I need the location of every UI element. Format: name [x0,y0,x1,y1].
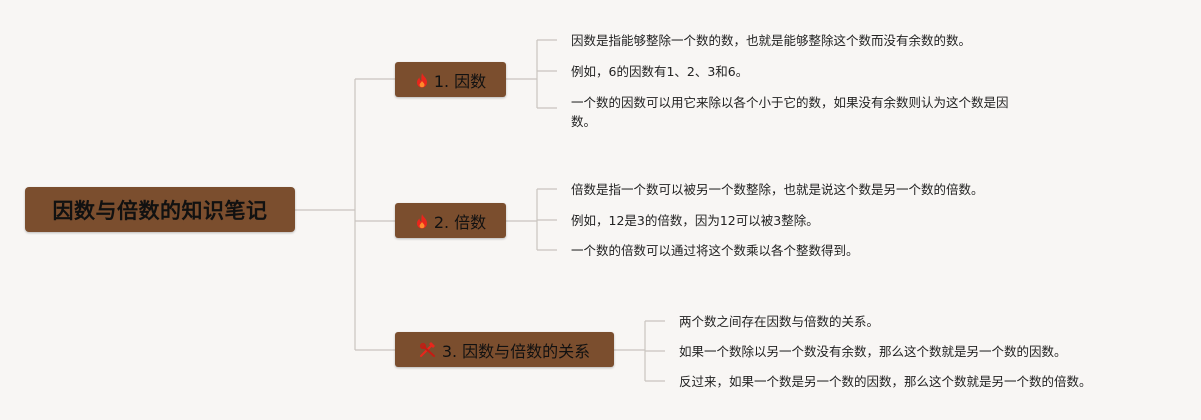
root-node[interactable]: 因数与倍数的知识笔记 [25,187,295,232]
note-text: 倍数是指一个数可以被另一个数整除，也就是说这个数是另一个数的倍数。 [571,182,984,197]
branch-label: 3. 因数与倍数的关系 [441,341,591,361]
branch-node-relation[interactable]: 3. 因数与倍数的关系 [395,332,614,367]
note-text: 一个数的倍数可以通过将这个数乘以各个整数得到。 [571,243,859,258]
note-text: 一个数的因数可以用它来除以各个小于它的数，如果没有余数则认为这个数是因 [571,95,1009,110]
branch-node-factors[interactable]: 1. 因数 [395,62,506,97]
note-text: 如果一个数除以另一个数没有余数，那么这个数就是另一个数的因数。 [679,344,1067,359]
note-text: 因数是指能够整除一个数的数，也就是能够整除这个数而没有余数的数。 [571,33,972,48]
branch-label: 2. 倍数 [433,212,487,232]
fire-icon [415,72,429,88]
root-title: 因数与倍数的知识笔记 [52,198,268,223]
fire-icon [415,213,429,229]
note-text: 反过来，如果一个数是另一个数的因数，那么这个数就是另一个数的倍数。 [679,374,1092,389]
branch-node-multiples[interactable]: 2. 倍数 [395,203,506,238]
note-text: 例如，6的因数有1、2、3和6。 [571,64,749,79]
note-text: 数。 [571,114,597,129]
note-text: 两个数之间存在因数与倍数的关系。 [679,314,880,329]
tools-icon [419,341,437,358]
note-text: 例如，12是3的倍数，因为12可以被3整除。 [571,213,819,228]
branch-label: 1. 因数 [433,71,487,91]
